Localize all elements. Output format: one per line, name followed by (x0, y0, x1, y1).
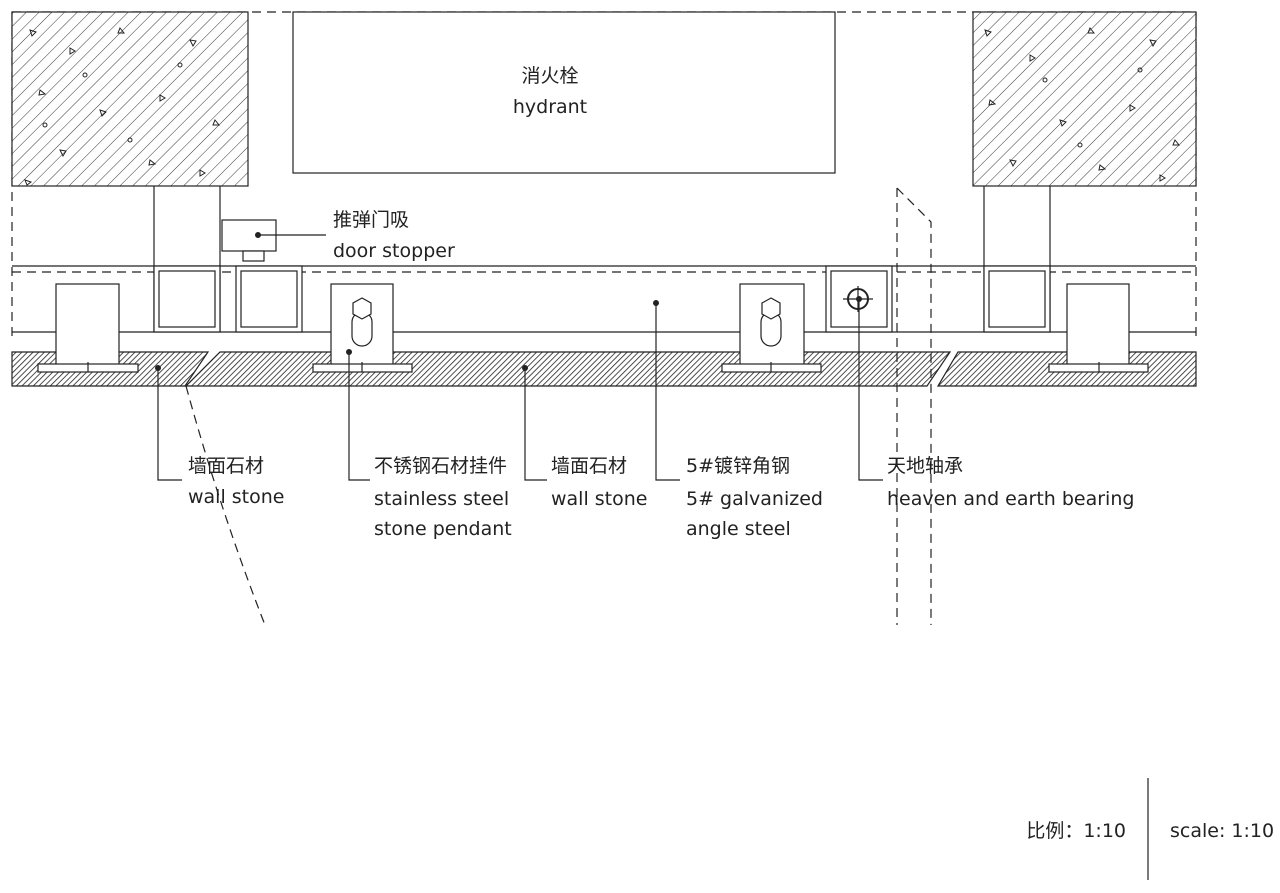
wall-stone-left-label-zh: 墙面石材 (188, 455, 264, 477)
hydrant-box (292, 11, 836, 174)
leader-angle-steel (655, 303, 680, 481)
bearing-label-en: heaven and earth bearing (887, 488, 1134, 510)
square-tube-right-2 (983, 265, 1051, 333)
angle-steel-label-en-1: 5# galvanized (686, 488, 823, 510)
door-stopper-base (242, 250, 265, 262)
leader-dot-stone-pendant (346, 349, 352, 355)
concrete-column-right (972, 11, 1197, 187)
wall-stone-mid-label-en: wall stone (551, 488, 647, 510)
stone-pendant-label-en-1: stainless steel (374, 488, 509, 510)
angle-steel-label-en-2: angle steel (686, 518, 791, 540)
square-tube-left-1-inner (158, 270, 216, 328)
leader-stone-pendant (348, 352, 370, 481)
door-swing-arc (185, 385, 266, 626)
concrete-aggregate-right (984, 27, 1181, 182)
leader-wall-stone-mid (524, 368, 547, 481)
square-tube-left-2-inner (240, 270, 298, 328)
leader-dot-door-stopper (255, 232, 261, 238)
leader-bearing (858, 299, 883, 481)
door-open-line-1 (896, 187, 932, 625)
wall-stone-slab-middle (184, 351, 952, 387)
stone-pendant-label-zh: 不锈钢石材挂件 (374, 455, 507, 477)
square-tube-left-1 (153, 265, 221, 333)
wall-stone-left-label-en: wall stone (188, 486, 284, 508)
scale-label-zh: 比例：1:10 (1026, 820, 1126, 842)
leader-dot-wall-stone-left (155, 365, 161, 371)
bearing-label-zh: 天地轴承 (887, 455, 963, 477)
square-tube-right-2-inner (988, 270, 1046, 328)
scale-label-en: scale: 1:10 (1170, 820, 1274, 842)
leader-dot-angle-steel (653, 300, 659, 306)
square-tube-left-2 (235, 265, 303, 333)
hydrant-label-zh: 消火栓 (521, 65, 578, 87)
pendant-bracket-3 (721, 283, 822, 373)
leader-dot-bearing (856, 296, 862, 302)
angle-steel-label-zh: 5#镀锌角钢 (686, 455, 790, 477)
leader-wall-stone-left (157, 368, 182, 481)
hydrant-label-en: hydrant (513, 96, 587, 118)
leader-dot-wall-stone-mid (522, 365, 528, 371)
concrete-column-left (11, 11, 249, 187)
stone-pendant-label-en-2: stone pendant (374, 518, 512, 540)
pendant-bracket-4 (1048, 283, 1149, 373)
door-stopper-label-en: door stopper (333, 240, 455, 262)
pendant-bracket-1 (37, 283, 139, 373)
door-stopper-label-zh: 推弹门吸 (333, 209, 409, 231)
pendant-bracket-2 (312, 283, 413, 373)
wall-stone-mid-label-zh: 墙面石材 (551, 455, 627, 477)
concrete-aggregate-left (24, 27, 221, 186)
